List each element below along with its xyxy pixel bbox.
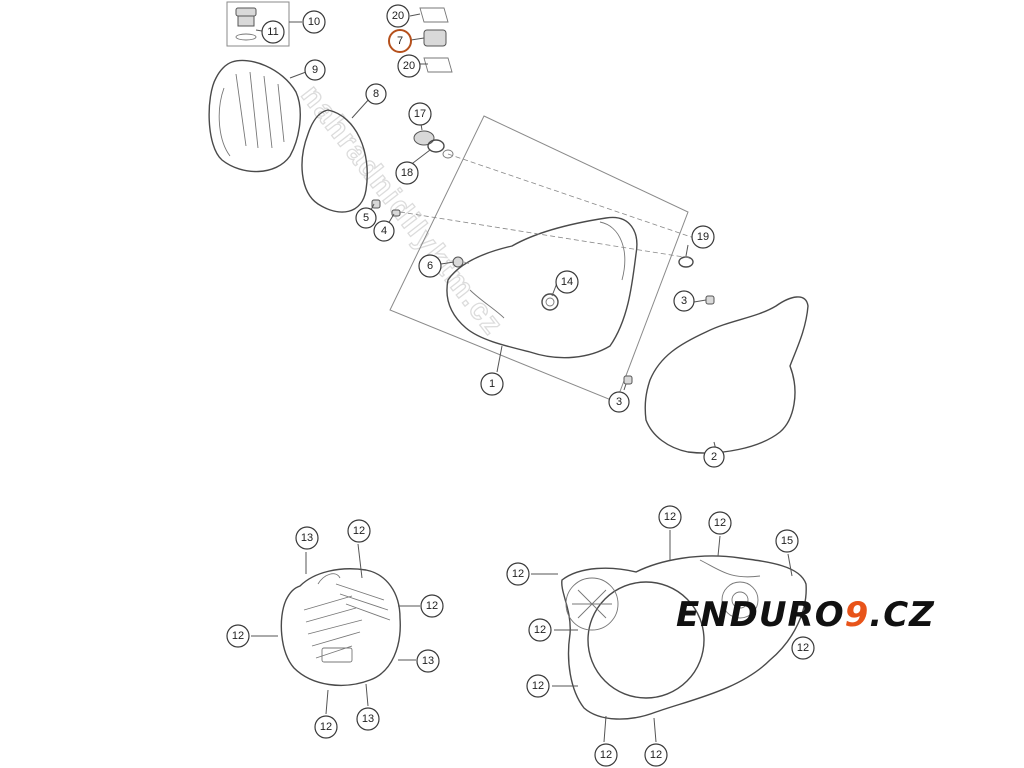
svg-text:12: 12 [512, 568, 524, 580]
svg-text:5: 5 [363, 212, 369, 224]
callout-20-top: 20 [386, 4, 410, 28]
callout-11: 11 [261, 20, 285, 44]
callout-19: 19 [691, 225, 715, 249]
callout-13-b: 13 [416, 649, 440, 673]
callout-12-i: 12 [791, 636, 815, 660]
svg-text:14: 14 [561, 276, 573, 288]
svg-text:17: 17 [414, 108, 426, 120]
svg-text:12: 12 [714, 517, 726, 529]
callout-12-b: 12 [420, 594, 444, 618]
callout-12-c: 12 [226, 624, 250, 648]
svg-text:12: 12 [320, 721, 332, 733]
callout-15: 15 [775, 529, 799, 553]
callout-12-g: 12 [506, 562, 530, 586]
logo-main: ENDURO [676, 595, 845, 635]
oil-plug-assembly [226, 1, 290, 47]
callout-8: 8 [365, 83, 387, 105]
svg-text:18: 18 [401, 167, 413, 179]
oring-19 [678, 256, 694, 268]
callout-6: 6 [418, 254, 442, 278]
callout-20-bottom: 20 [397, 54, 421, 78]
svg-text:6: 6 [427, 260, 433, 272]
callout-10: 10 [302, 10, 326, 34]
inner-cover-bolt-view [561, 555, 807, 720]
svg-text:12: 12 [232, 630, 244, 642]
brand-logo: ENDURO9.CZ [676, 595, 935, 635]
svg-text:12: 12 [353, 525, 365, 537]
callout-13-c: 13 [356, 707, 380, 731]
svg-text:20: 20 [392, 10, 404, 22]
svg-text:13: 13 [422, 655, 434, 667]
callout-3-lower: 3 [608, 391, 630, 413]
shaft-seal [413, 130, 454, 159]
callout-12-h: 12 [528, 618, 552, 642]
svg-text:4: 4 [381, 225, 387, 237]
svg-text:12: 12 [797, 642, 809, 654]
callout-2: 2 [703, 446, 725, 468]
dowel-pin-3b [623, 375, 633, 385]
svg-text:10: 10 [308, 16, 320, 28]
leader-lines [251, 13, 793, 743]
svg-text:1: 1 [489, 378, 495, 390]
svg-text:11: 11 [267, 26, 278, 38]
dowel-pin-3a [705, 295, 715, 305]
callout-5: 5 [355, 207, 377, 229]
callout-12-l: 12 [644, 743, 668, 767]
svg-text:13: 13 [362, 713, 374, 725]
clutch-cover-gasket [301, 109, 368, 213]
callout-7-highlight: 7 [388, 29, 412, 53]
callout-1: 1 [480, 372, 504, 396]
svg-text:19: 19 [697, 231, 709, 243]
seal-6 [452, 256, 464, 268]
svg-text:12: 12 [534, 624, 546, 636]
cover-gasket-2 [644, 296, 809, 454]
svg-text:12: 12 [426, 600, 438, 612]
svg-text:12: 12 [664, 511, 676, 523]
callout-18: 18 [395, 161, 419, 185]
svg-text:20: 20 [403, 60, 415, 72]
callout-3-upper: 3 [673, 290, 695, 312]
callout-13-a: 13 [295, 526, 319, 550]
clutch-cover-outer [208, 59, 301, 173]
callout-12-d: 12 [314, 715, 338, 739]
svg-text:2: 2 [711, 451, 717, 463]
filter-cover-parts [419, 7, 453, 73]
callout-14: 14 [555, 270, 579, 294]
svg-text:3: 3 [616, 396, 622, 408]
svg-text:12: 12 [532, 680, 544, 692]
callout-17: 17 [408, 102, 432, 126]
callout-12-j: 12 [526, 674, 550, 698]
callout-4: 4 [373, 220, 395, 242]
svg-text:9: 9 [312, 64, 318, 76]
svg-text:3: 3 [681, 295, 687, 307]
logo-accent: 9 [845, 595, 870, 635]
svg-text:15: 15 [781, 535, 793, 547]
callout-9: 9 [304, 59, 326, 81]
callout-12-a: 12 [347, 519, 371, 543]
svg-text:12: 12 [650, 749, 662, 761]
callout-12-e: 12 [658, 505, 682, 529]
svg-text:13: 13 [301, 532, 313, 544]
callout-12-k: 12 [594, 743, 618, 767]
logo-suffix: .CZ [869, 595, 935, 635]
svg-text:7: 7 [397, 35, 403, 47]
watermark-text: nahradnidilyktm.cz [294, 79, 509, 342]
outer-cover-bolt-view [280, 568, 401, 686]
svg-text:12: 12 [600, 749, 612, 761]
svg-text:8: 8 [373, 88, 379, 100]
callout-12-f: 12 [708, 511, 732, 535]
